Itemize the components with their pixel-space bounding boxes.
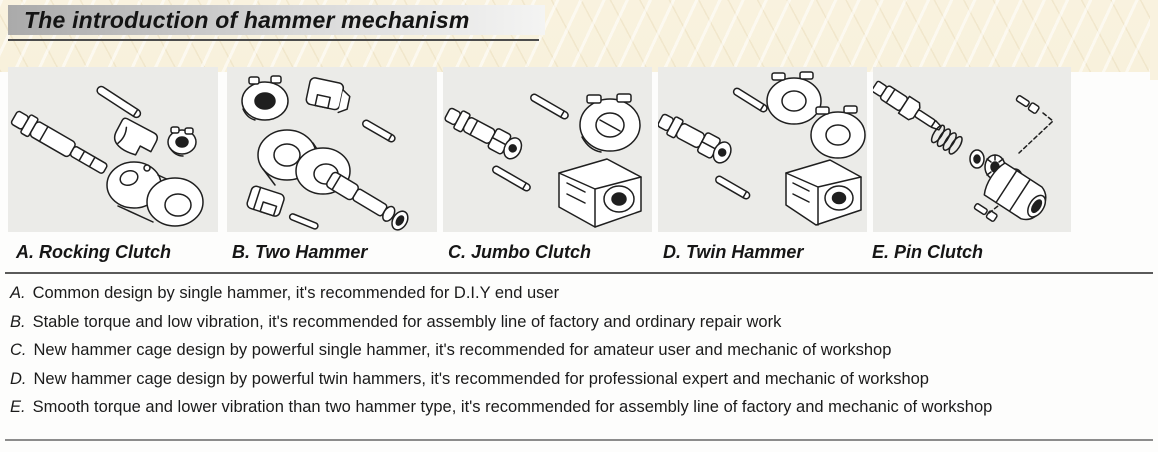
description-letter-a: A.: [10, 284, 26, 302]
description-text-c: New hammer cage design by powerful singl…: [33, 341, 892, 359]
divider-bottom: [5, 439, 1153, 441]
title-underline: [8, 39, 539, 41]
description-text-a: Common design by single hammer, it's rec…: [32, 284, 560, 302]
figure-panel-two-hammer: [227, 67, 437, 232]
divider-top: [5, 272, 1153, 274]
description-letter-b: B.: [10, 312, 26, 331]
figure-panel-jumbo-clutch: [443, 67, 652, 232]
description-line-e: E. Smooth torque and lower vibration than…: [10, 398, 1155, 416]
description-text-b: Stable torque and low vibration, it's re…: [32, 312, 782, 331]
description-line-b: B. Stable torque and low vibration, it's …: [10, 313, 1155, 331]
figure-caption-jumbo-clutch: C. Jumbo Clutch: [448, 242, 591, 262]
description-text-e: Smooth torque and lower vibration than t…: [32, 398, 993, 416]
twin-hammer-exploded-diagram-icon: [658, 71, 866, 226]
description-line-a: A. Common design by single hammer, it's r…: [10, 284, 1155, 302]
figure-caption-two-hammer: B. Two Hammer: [232, 242, 368, 262]
figure-panel-pin-clutch: [873, 67, 1071, 232]
figure-caption-pin-clutch: E. Pin Clutch: [872, 242, 984, 262]
page-title: The introduction of hammer mechanism: [24, 6, 470, 33]
title-bar: The introduction of hammer mechanism: [8, 5, 545, 35]
figure-panel-twin-hammer: [658, 67, 867, 232]
figure-caption-rocking-clutch: A. Rocking Clutch: [16, 242, 172, 262]
pin-clutch-exploded-diagram-icon: [873, 80, 1054, 222]
jumbo-clutch-exploded-diagram-icon: [444, 93, 642, 228]
description-line-d: D. New hammer cage design by powerful twi…: [10, 370, 1155, 388]
figure-panel-rocking-clutch: [8, 67, 218, 232]
two-hammer-exploded-diagram-icon: [241, 75, 409, 231]
description-list: A. Common design by single hammer, it's r…: [10, 284, 1155, 427]
rocking-clutch-exploded-diagram-icon: [10, 85, 204, 227]
description-letter-c: C.: [10, 341, 27, 359]
figure-caption-twin-hammer: D. Twin Hammer: [663, 242, 804, 262]
description-letter-e: E.: [10, 398, 26, 416]
description-line-c: C. New hammer cage design by powerful sin…: [10, 341, 1155, 359]
description-letter-d: D.: [10, 369, 27, 388]
description-text-d: New hammer cage design by powerful twin …: [33, 369, 929, 388]
cream-texture-right: [1150, 0, 1158, 80]
